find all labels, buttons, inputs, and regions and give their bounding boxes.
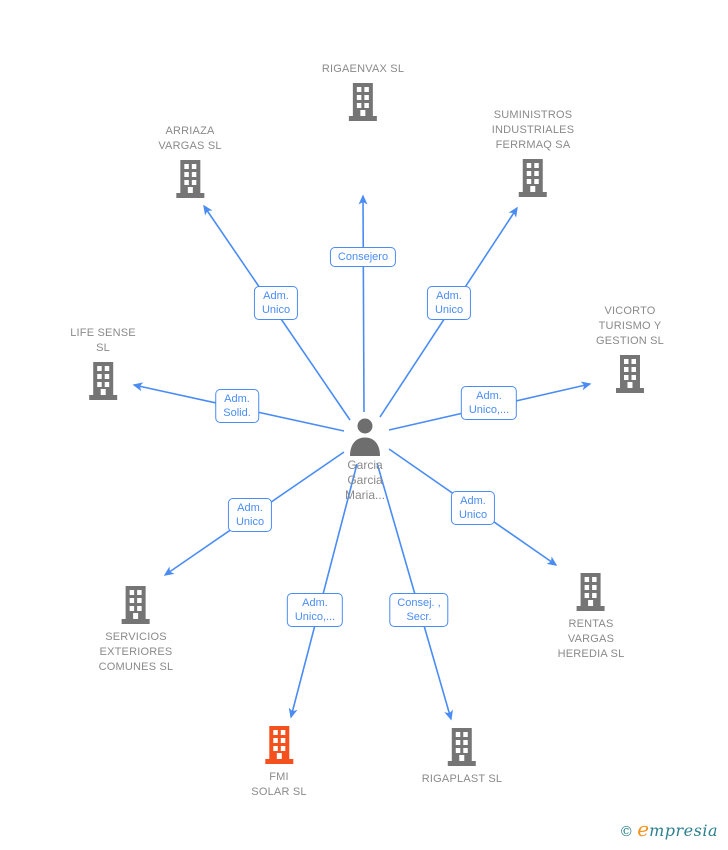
company-node-servicios-exteriores[interactable]: SERVICIOS EXTERIORES COMUNES SL: [99, 586, 174, 675]
company-name: SERVICIOS EXTERIORES COMUNES SL: [98, 631, 174, 673]
edge-adm-unico-fmi-solar: [288, 463, 358, 719]
company-name: RIGAENVAX SL: [321, 63, 405, 75]
person-node-garcia[interactable]: Garcia Garcia Maria...: [345, 416, 385, 503]
relationship-label-consejero: Consejero: [329, 247, 397, 267]
company-name: SUMINISTROS INDUSTRIALES FERRMAQ SA: [491, 109, 575, 151]
company-node-suministros-ferrmaq[interactable]: SUMINISTROS INDUSTRIALES FERRMAQ SA: [492, 108, 574, 197]
brand-text: empresia: [637, 817, 718, 841]
building-icon: [574, 573, 608, 611]
relationship-label-adm-unico-fmi: Adm. Unico,...: [286, 593, 344, 627]
person-name: Garcia Garcia Maria...: [344, 458, 386, 502]
company-node-arriaza-vargas[interactable]: ARRIAZA VARGAS SL: [158, 124, 221, 198]
building-icon: [445, 728, 479, 766]
building-icon: [262, 726, 296, 764]
building-icon: [86, 362, 120, 400]
relationship-label-adm-unico-rentas: Adm. Unico: [450, 491, 496, 525]
company-name: RIGAPLAST SL: [421, 773, 503, 785]
company-name: VICORTO TURISMO Y GESTION SL: [595, 305, 665, 347]
relationship-label-adm-unico-vicorto: Adm. Unico,...: [460, 386, 518, 420]
edge-consej-secr-rigaplast: [376, 462, 453, 721]
building-icon: [613, 355, 647, 393]
company-name: FMI SOLAR SL: [251, 771, 307, 798]
building-icon: [119, 586, 153, 624]
empresia-logo[interactable]: © empresia: [619, 817, 718, 841]
company-node-vicorto[interactable]: VICORTO TURISMO Y GESTION SL: [596, 304, 664, 393]
company-name: ARRIAZA VARGAS SL: [158, 125, 222, 152]
relationship-label-adm-unico-servicios: Adm. Unico: [227, 498, 273, 532]
company-node-rentas-vargas[interactable]: RENTAS VARGAS HEREDIA SL: [558, 573, 625, 662]
building-icon: [516, 159, 550, 197]
company-node-rigaplast[interactable]: RIGAPLAST SL: [422, 728, 502, 787]
company-node-fmi-solar[interactable]: FMI SOLAR SL: [251, 726, 307, 800]
company-node-life-sense[interactable]: LIFE SENSE SL: [70, 326, 136, 400]
company-name: LIFE SENSE SL: [70, 327, 136, 354]
building-icon: [173, 160, 207, 198]
company-node-rigaenvax[interactable]: RIGAENVAX SL: [322, 62, 404, 121]
relationship-label-adm-unico-suministros: Adm. Unico: [426, 286, 472, 320]
person-icon: [346, 416, 384, 456]
relationship-label-adm-solid-life-sense: Adm. Solid.: [215, 389, 259, 423]
relationship-label-adm-unico-arriaza: Adm. Unico: [253, 286, 299, 320]
building-icon: [346, 83, 380, 121]
company-name: RENTAS VARGAS HEREDIA SL: [557, 618, 625, 660]
relationship-label-consej-secr-rigaplast: Consej. , Secr.: [389, 593, 449, 627]
copyright-symbol: ©: [619, 824, 634, 840]
edge-consejero-rigaenvax: [358, 194, 368, 413]
